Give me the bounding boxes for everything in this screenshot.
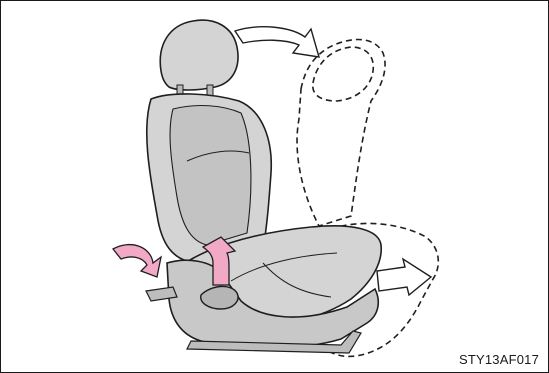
reclined-headrest-outline — [313, 47, 374, 101]
reclined-backrest-outline — [297, 40, 385, 227]
slide-motion-arrow — [377, 259, 431, 295]
recline-lever-arrow — [113, 245, 161, 277]
figure-code: STY13AF017 — [459, 352, 539, 367]
recline-motion-arrow — [235, 27, 319, 57]
headrest — [160, 20, 238, 90]
